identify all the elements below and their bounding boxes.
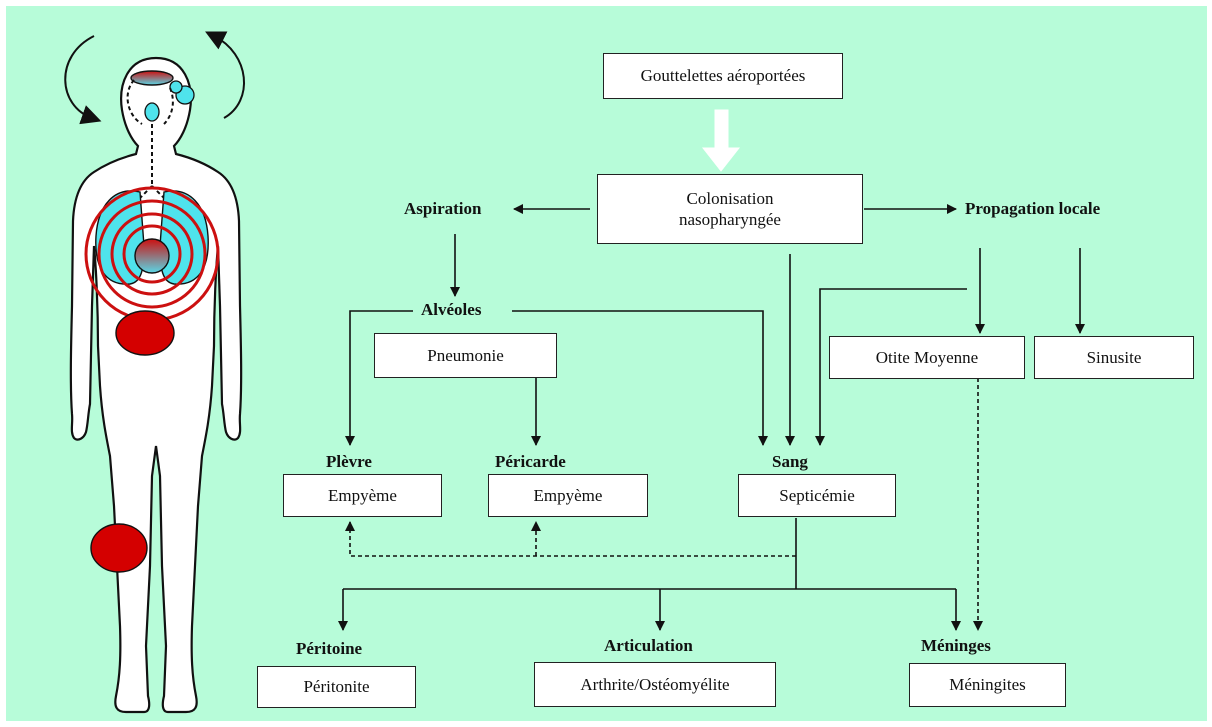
arrow-alveoles-to-plevre — [345, 310, 413, 446]
sinus-icon — [169, 80, 183, 94]
meninges-label: Méninges — [921, 636, 991, 655]
colonization-box: Colonisation nasopharyngée — [597, 174, 863, 244]
pleura-label: Plèvre — [326, 452, 372, 471]
sinusitis-box: Sinusite — [1034, 336, 1194, 379]
colonization-text-1: Colonisation — [686, 188, 774, 208]
brain-meninges-icon — [130, 70, 174, 86]
flow-connectors — [338, 109, 1085, 631]
meningitis-box: Méningites — [909, 663, 1066, 707]
peritoneum-label: Péritoine — [296, 639, 363, 658]
colonization-text-2: nasopharyngée — [679, 210, 781, 229]
aspiration-label: Aspiration — [404, 199, 482, 218]
otitis-box: Otite Moyenne — [829, 336, 1025, 379]
droplets-text: Gouttelettes aéroportées — [640, 66, 806, 86]
pleura-empyema-box: Empyème — [283, 474, 442, 517]
diagram-canvas: Gouttelettes aéroportées Colonisation na… — [6, 6, 1207, 721]
white-down-arrow — [701, 109, 741, 172]
arthritis-text: Arthrite/Ostéomyélite — [580, 674, 730, 694]
human-body-figure — [64, 31, 245, 714]
septicemia-text: Septicémie — [779, 485, 855, 505]
arrow-propagation-to-sang — [815, 288, 967, 446]
heart-icon — [134, 238, 170, 274]
peritonitis-box: Péritonite — [257, 666, 416, 708]
blood-label: Sang — [772, 452, 808, 471]
dashed-path-head-right — [163, 87, 174, 125]
arrow-alveoles-to-sang — [512, 310, 768, 446]
right-circular-arrow-icon — [205, 31, 245, 119]
meningitis-text: Méningites — [949, 675, 1026, 695]
droplets-box: Gouttelettes aéroportées — [603, 53, 843, 99]
septicemia-box: Septicémie — [738, 474, 896, 517]
left-circular-arrow-icon — [64, 35, 102, 125]
pericardium-empyema-text: Empyème — [533, 485, 603, 505]
pneumonia-text: Pneumonie — [427, 345, 504, 365]
sang-dashed-back — [345, 521, 796, 557]
nasopharynx-icon — [144, 102, 160, 122]
pericardium-label: Péricarde — [495, 452, 566, 471]
joint-label: Articulation — [604, 636, 693, 655]
otitis-text: Otite Moyenne — [875, 347, 979, 367]
local-spread-label: Propagation locale — [965, 199, 1101, 218]
alveoli-label: Alvéoles — [421, 300, 482, 319]
peritonitis-text: Péritonite — [303, 677, 370, 697]
sinusitis-text: Sinusite — [1086, 347, 1142, 367]
joint-icon — [90, 523, 148, 573]
pneumonia-box: Pneumonie — [374, 333, 557, 378]
pleura-empyema-text: Empyème — [328, 485, 397, 505]
pericardium-empyema-box: Empyème — [488, 474, 648, 517]
left-arm-line — [91, 245, 95, 307]
arthritis-box: Arthrite/Ostéomyélite — [534, 662, 776, 707]
peritoneum-icon — [115, 310, 175, 356]
